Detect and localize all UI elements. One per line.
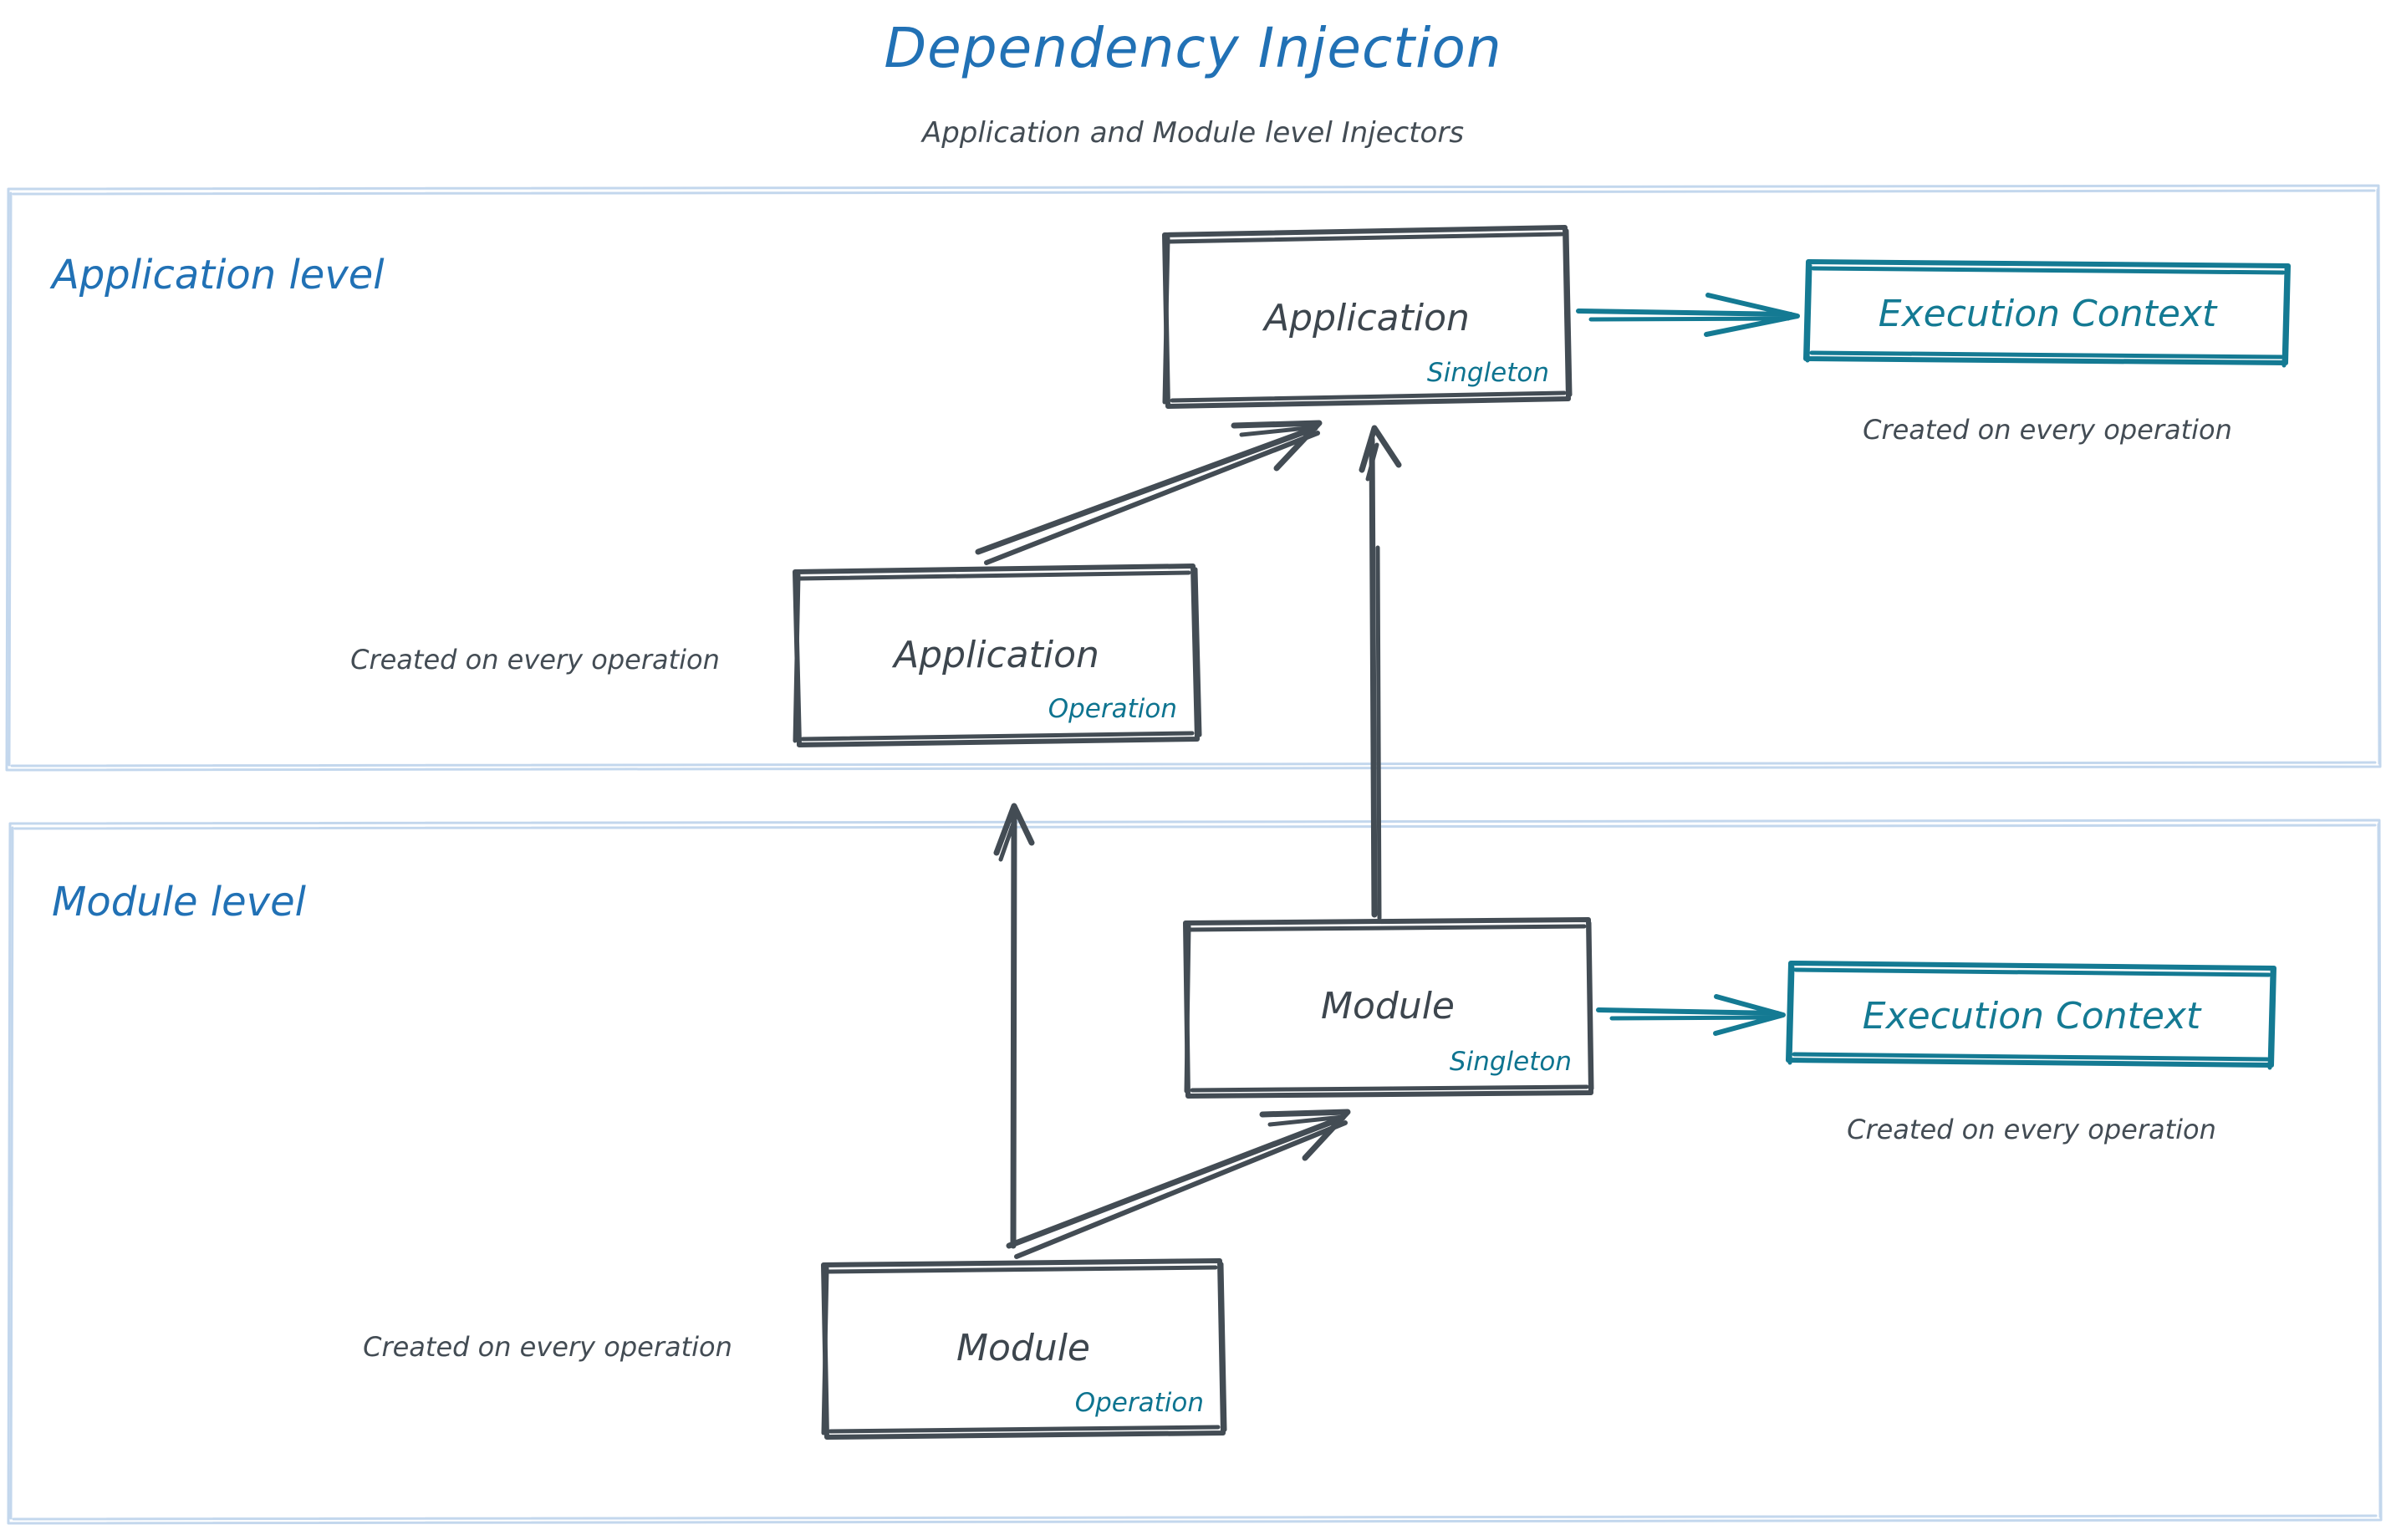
section-label-module-level: Module level (52, 879, 307, 926)
edge-module-singleton-to-exec-ctx (1596, 994, 1786, 1036)
page-title: Dependency Injection (884, 16, 1501, 80)
node-application-execution-context[interactable]: Execution Context Created on every opera… (1803, 259, 2291, 446)
section-label-application-level: Application level (49, 252, 385, 298)
edge-module-singleton-to-app-singleton (1359, 425, 1402, 920)
node-title-module-execution-context: Execution Context (1863, 995, 2202, 1038)
caption-module-operation: Created on every operation (363, 1331, 732, 1363)
node-title-application-operation: Application (891, 634, 1099, 676)
node-scope-application-operation: Operation (1048, 694, 1177, 724)
node-title-module-singleton: Module (1321, 985, 1455, 1028)
node-module-singleton[interactable]: Module Singleton (1183, 917, 1594, 1099)
edge-module-operation-to-module-singleton (1006, 1109, 1351, 1259)
node-scope-application-singleton: Singleton (1427, 358, 1549, 388)
node-application-operation[interactable]: Application Operation Created on every o… (350, 563, 1202, 747)
caption-module-execution-context: Created on every operation (1847, 1114, 2216, 1145)
caption-application-operation: Created on every operation (350, 644, 720, 676)
node-scope-module-operation: Operation (1075, 1388, 1204, 1418)
edge-app-singleton-to-exec-ctx (1576, 293, 1800, 337)
node-application-singleton[interactable]: Application Singleton (1162, 225, 1573, 409)
node-module-operation[interactable]: Module Operation Created on every operat… (363, 1258, 1227, 1440)
node-module-execution-context[interactable]: Execution Context Created on every opera… (1786, 961, 2276, 1145)
section-application-level: Application level (5, 184, 2382, 772)
edge-module-operation-to-app-operation (993, 803, 1035, 1249)
node-title-application-execution-context: Execution Context (1879, 293, 2218, 335)
edge-app-operation-to-app-singleton (975, 420, 1323, 565)
section-module-level: Module level (7, 818, 2383, 1525)
node-title-module-operation: Module (956, 1327, 1090, 1369)
node-scope-module-singleton: Singleton (1450, 1047, 1572, 1077)
caption-application-execution-context: Created on every operation (1863, 414, 2232, 446)
node-title-application-singleton: Application (1262, 297, 1470, 339)
page-subtitle: Application and Module level Injectors (920, 116, 1464, 150)
